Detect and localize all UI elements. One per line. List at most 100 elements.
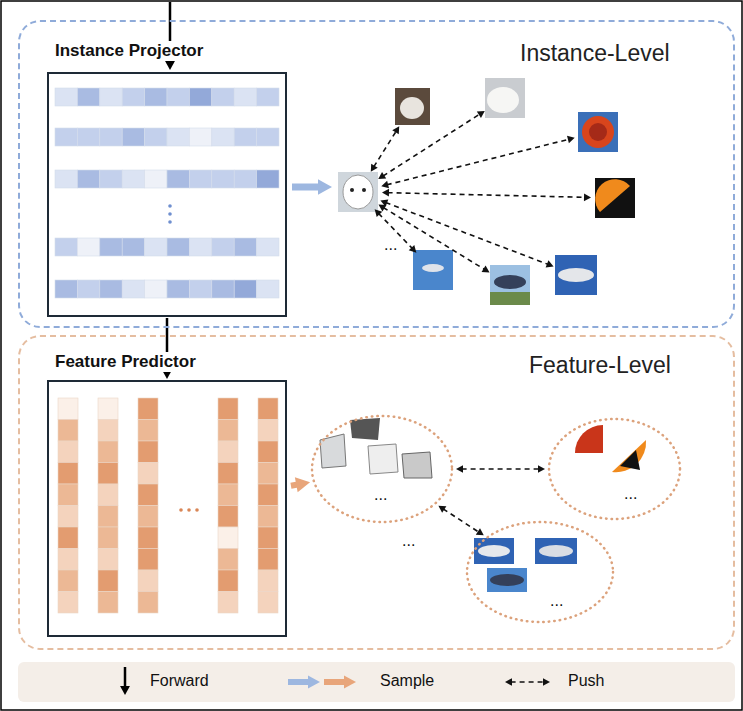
ground [490,292,530,305]
orange-image [578,112,618,152]
predictor-cell [138,463,158,485]
dog [400,97,424,119]
dog [487,87,519,113]
predictor-cell [58,441,78,463]
predictor-cell [258,484,278,506]
predictor-cell [258,527,278,549]
legend-band [18,662,735,702]
dog-piece [402,452,432,478]
predictor-cell [258,592,278,614]
projector-cell [100,128,122,146]
projector-cell [55,170,77,188]
projector-cell [167,128,189,146]
push-arrow-line [386,203,549,265]
predictor-cell [218,441,238,463]
predictor-cell [218,549,238,571]
blimp-piece [490,574,524,586]
projector-cell [145,238,167,256]
predictor-cell [138,570,158,592]
projector-cell [55,88,77,106]
projector-cell [234,170,256,188]
projector-cell [189,170,211,188]
predictor-cell [138,484,158,506]
push-arrow-line [387,139,570,185]
dog-eye [350,188,354,192]
predictor-cell [218,570,238,592]
predictor-cell [98,398,118,420]
dog-image [395,88,430,125]
orange [589,123,607,141]
edge-connector [291,477,310,492]
projector-cell [257,238,279,256]
predictor-cell [138,420,158,442]
cluster-outline [310,414,454,524]
sample-arrow-head [318,179,332,194]
projector-cell [257,128,279,146]
predictor-cell [258,441,278,463]
predictor-cell [58,570,78,592]
predictor-box: Feature Predictor [47,380,287,637]
projector-cell [77,238,99,256]
box-heading: Instance Projector [52,41,206,61]
projector-cell [122,170,144,188]
projector-cell [189,128,211,146]
predictor-cell [98,570,118,592]
ellipsis-label: ... [402,532,415,550]
arrows [120,2,591,695]
predictor-cell [138,506,158,528]
projector-cell [55,238,77,256]
dots: ... [374,486,387,504]
legend-push-head [505,678,512,686]
orange [595,179,630,212]
predictor-cell [58,592,78,614]
region-label: Instance-Level [520,40,670,67]
orange-piece [620,450,640,470]
ellipsis-dot [179,508,183,512]
instance-images [338,78,635,305]
projector-cell [77,88,99,106]
predictor-cell [98,506,118,528]
edge-head [438,506,446,513]
predictor-cell [138,441,158,463]
ellipsis-dot [195,508,199,512]
dots: ... [550,592,563,610]
projector-cell [212,128,234,146]
feature-cluster: ... [547,417,682,521]
predictor-cell [218,463,238,485]
projector-box: Instance Projector [47,72,287,317]
push-arrow-line [388,193,586,198]
predictor-cell [58,463,78,485]
push-arrow-head [409,245,417,253]
predictor-cell [58,549,78,571]
cluster-ellipse [312,416,452,522]
predictor-cell [218,592,238,614]
push-arrow-line [383,207,485,269]
projector-cell [212,170,234,188]
feature-cluster: ... [310,414,454,524]
orange-piece [575,425,603,453]
push-arrow-head [567,136,575,143]
push-arrow-head [378,172,386,179]
push-arrow-head [382,189,389,197]
predictor-cell [98,527,118,549]
projector-cell [77,128,99,146]
predictor-cell [58,398,78,420]
predictor-cell [58,506,78,528]
box-heading: Feature Predictor [52,352,199,372]
predictor-cell [218,420,238,442]
forward-arrow-head [165,60,176,70]
blimp-image [490,265,530,305]
edge-connector [438,506,483,536]
predictor-cell [58,484,78,506]
legend-push-head [543,678,550,686]
ellipsis-label: ... [384,236,397,254]
projector-cell [234,128,256,146]
blimp-piece [535,538,577,564]
predictor-cell [98,420,118,442]
blimp-image [413,250,453,290]
blimp-piece [539,545,573,557]
push-arrow-head [482,266,490,273]
blimp [558,268,594,282]
feature-cluster: ... [465,520,615,624]
